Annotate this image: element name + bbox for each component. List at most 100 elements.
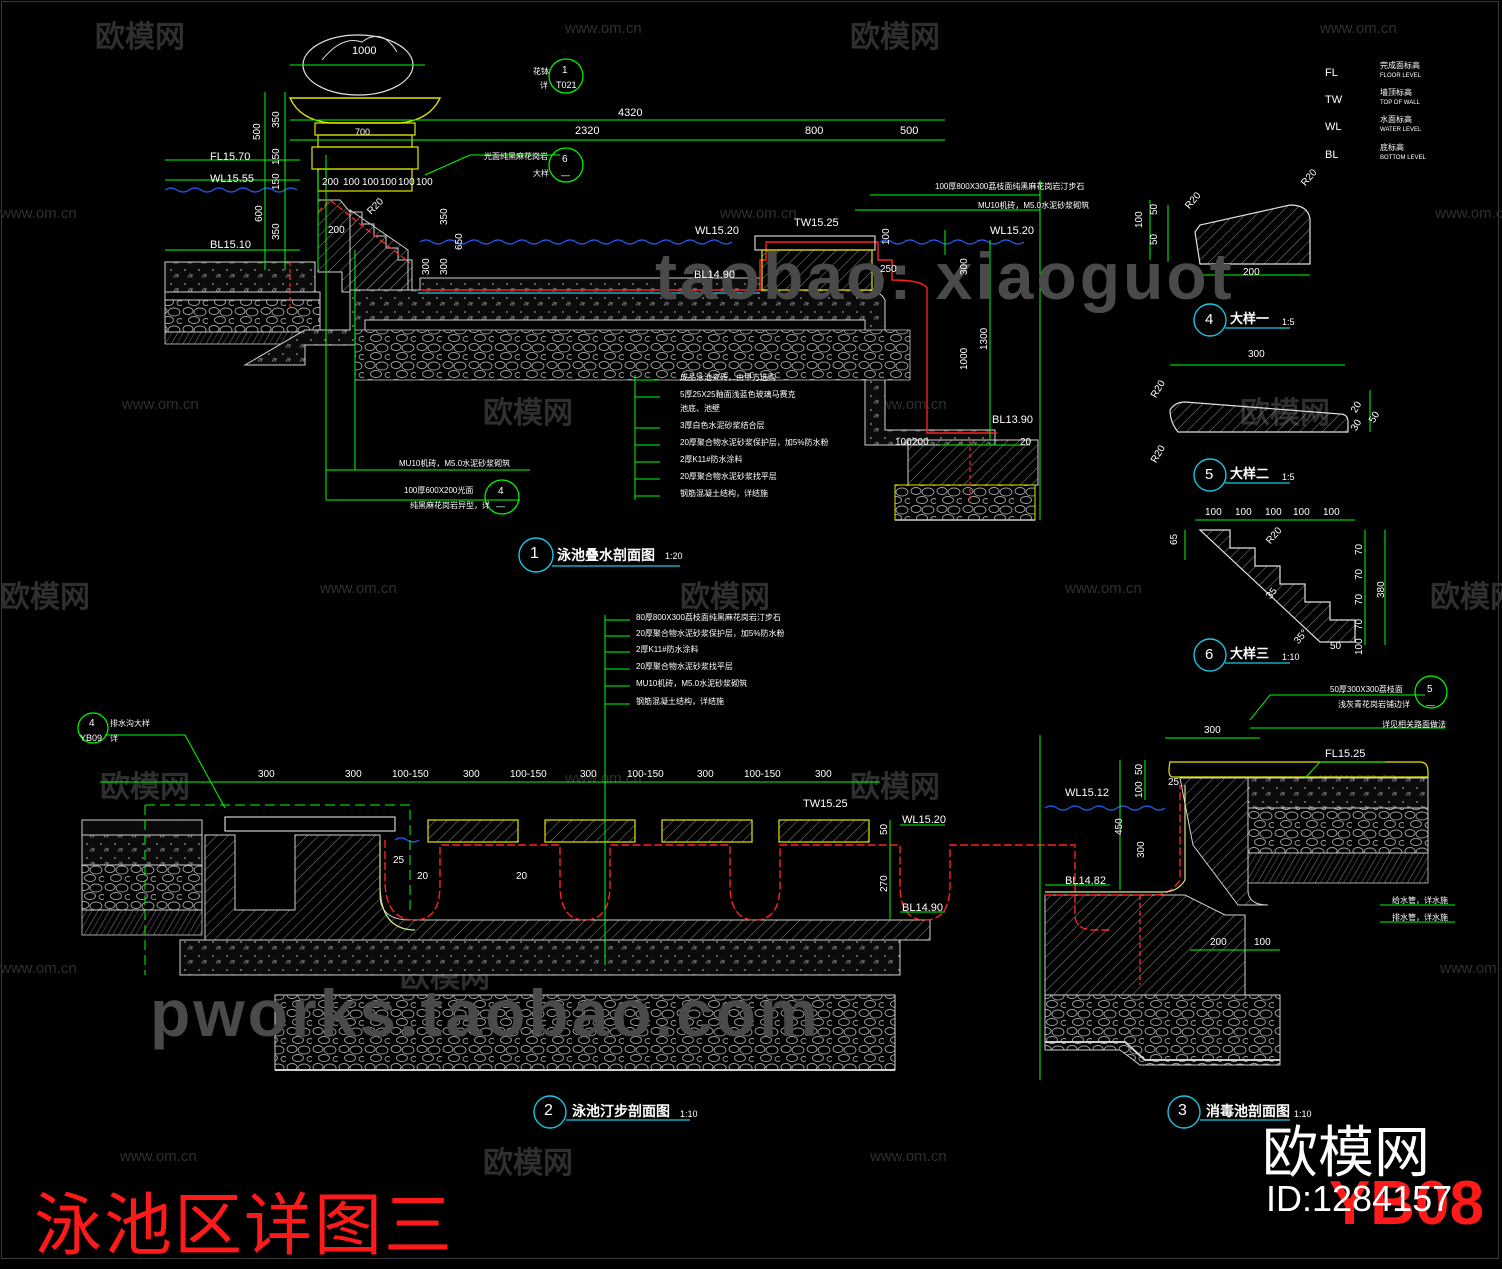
callout-text: 详见相关路面做法: [1382, 720, 1446, 729]
level-tw: TW15.25: [794, 217, 839, 229]
dim-side: 20: [417, 871, 429, 882]
level-wl: WL15.20: [695, 225, 740, 237]
section-scale: 1:20: [665, 551, 683, 561]
dim-step: 100: [398, 177, 415, 188]
dim-right: 100: [895, 437, 912, 448]
dim: 65: [1169, 533, 1180, 545]
dim: 100: [1134, 211, 1145, 228]
legend-cn: 水面标高: [1380, 115, 1412, 124]
section-num: 1: [530, 545, 539, 562]
detail-scale: 1:5: [1282, 472, 1295, 482]
watermark-url: www.om.cn: [0, 960, 77, 977]
callout-text: MU10机砖，M5.0水泥砂浆砌筑: [399, 459, 511, 468]
dim-top: 100-150: [510, 769, 547, 780]
watermark-shop: taobao: xiaoguot: [655, 239, 1235, 313]
dim-top: 300: [580, 769, 597, 780]
callout-sheet: T021: [556, 80, 577, 90]
layer-note: 80厚800X300荔枝面纯黑麻花岗岩汀步石: [636, 613, 781, 622]
dim-b: 800: [805, 125, 824, 137]
dim: 70: [1354, 568, 1365, 580]
legend-code: FL: [1325, 67, 1338, 79]
watermark-url: www.om.cn: [0, 205, 77, 222]
dim-top: 300: [258, 769, 275, 780]
callout-num: 1: [562, 65, 568, 76]
legend-cn: 完成面标高: [1380, 61, 1420, 70]
dim: 300: [1204, 725, 1221, 736]
level-bl: BL14.90: [902, 902, 943, 914]
detail-scale: 1:10: [1282, 652, 1300, 662]
level-fl: FL15.70: [210, 151, 251, 163]
dim-planter: 1000: [352, 45, 377, 57]
watermark-logo: 欧模网: [100, 771, 190, 804]
callout-num: 5: [1427, 684, 1433, 695]
callout-text: MU10机砖，M5.0水泥砂浆砌筑: [978, 201, 1090, 210]
dim-left: 600: [254, 205, 265, 222]
dim-mid: 350: [439, 208, 450, 225]
level-tw: TW15.25: [803, 798, 848, 810]
detail-title: 大样三: [1230, 646, 1270, 661]
dim: 100: [1205, 507, 1222, 518]
dim: 450: [1114, 818, 1125, 835]
layer-note: 20厚聚合物水泥砂浆保护层，加5%防水粉: [636, 629, 785, 638]
section-num: 3: [1178, 1102, 1187, 1119]
dim-left: 150: [271, 148, 282, 165]
legend-cn: 墙顶标高: [1380, 88, 1412, 97]
dim: 100: [1134, 781, 1145, 798]
callout-text: 100厚600X200光面: [404, 486, 474, 495]
dim-top: 300: [697, 769, 714, 780]
callout-sheet: —: [1426, 700, 1435, 710]
level-fl: FL15.25: [1325, 748, 1366, 760]
callout-text: 100厚800X300荔枝面纯黑麻花岗岩汀步石: [935, 182, 1085, 191]
dim-right: 300: [959, 258, 970, 275]
dim-c: 500: [900, 125, 919, 137]
section-title: 消毒池剖面图: [1206, 1103, 1290, 1119]
legend-en: WATER LEVEL: [1380, 127, 1422, 133]
dim-side: 20: [516, 871, 528, 882]
dim: 100: [1265, 507, 1282, 518]
callout-sheet: —: [561, 170, 570, 180]
callout-num: 6: [562, 154, 568, 165]
watermark-logo: 欧模网: [95, 21, 185, 54]
dim-right: 1300: [979, 327, 990, 350]
watermark-url: www.om.cn: [870, 1148, 947, 1165]
sheet-number: YB08: [1328, 1169, 1484, 1238]
section-2-drawing: [77, 615, 1110, 1129]
ref-num: 4: [89, 718, 95, 729]
dim-mid: 300: [421, 258, 432, 275]
section-scale: 1:10: [1294, 1109, 1312, 1119]
dim-left: 350: [271, 111, 282, 128]
dim-a: 2320: [575, 125, 600, 137]
dim-top: 300: [815, 769, 832, 780]
layer-note: 5厚25X25釉面浅蓝色玻璃马赛克: [680, 390, 796, 399]
dim-step: 100: [343, 177, 360, 188]
callout-sheet: —: [496, 501, 505, 511]
dim-mid: 200: [328, 225, 345, 236]
callout-text: 大样: [533, 169, 549, 178]
layer-note: 20厚聚合物水泥砂浆找平层: [636, 662, 733, 671]
layer-note: 3厚白色水泥砂浆结合层: [680, 421, 765, 430]
callout-num: 4: [498, 486, 504, 497]
dim: 100: [1254, 937, 1271, 948]
dim: 300: [1248, 349, 1265, 360]
watermark-url: www.om.cn: [1320, 20, 1397, 37]
layer-note: 成品泳池瓷砖，由甲方选购: [680, 373, 776, 382]
dim-side: 50: [879, 823, 890, 835]
dim-top: 300: [463, 769, 480, 780]
dim-total: 4320: [618, 107, 643, 119]
dim-right: 20: [1020, 437, 1032, 448]
callout-text: 给水管，详水施: [1392, 896, 1448, 905]
layer-note: 2厚K11#防水涂料: [636, 645, 699, 654]
detail-title: 大样二: [1230, 466, 1270, 481]
dim-top: 300: [345, 769, 362, 780]
callout-text: 光面纯黑麻花岗岩: [484, 152, 548, 161]
legend-code: BL: [1325, 149, 1339, 161]
layer-note: 2厚K11#防水涂料: [680, 455, 743, 464]
ref-text: 排水沟大样: [110, 719, 150, 728]
level-wl: WL15.20: [902, 814, 947, 826]
legend-en: FLOOR LEVEL: [1380, 73, 1422, 79]
planter-icon: [288, 34, 442, 192]
watermark-url: www.om.cn: [1435, 205, 1502, 222]
legend-code: TW: [1325, 94, 1343, 106]
detail-num: 6: [1205, 646, 1214, 663]
